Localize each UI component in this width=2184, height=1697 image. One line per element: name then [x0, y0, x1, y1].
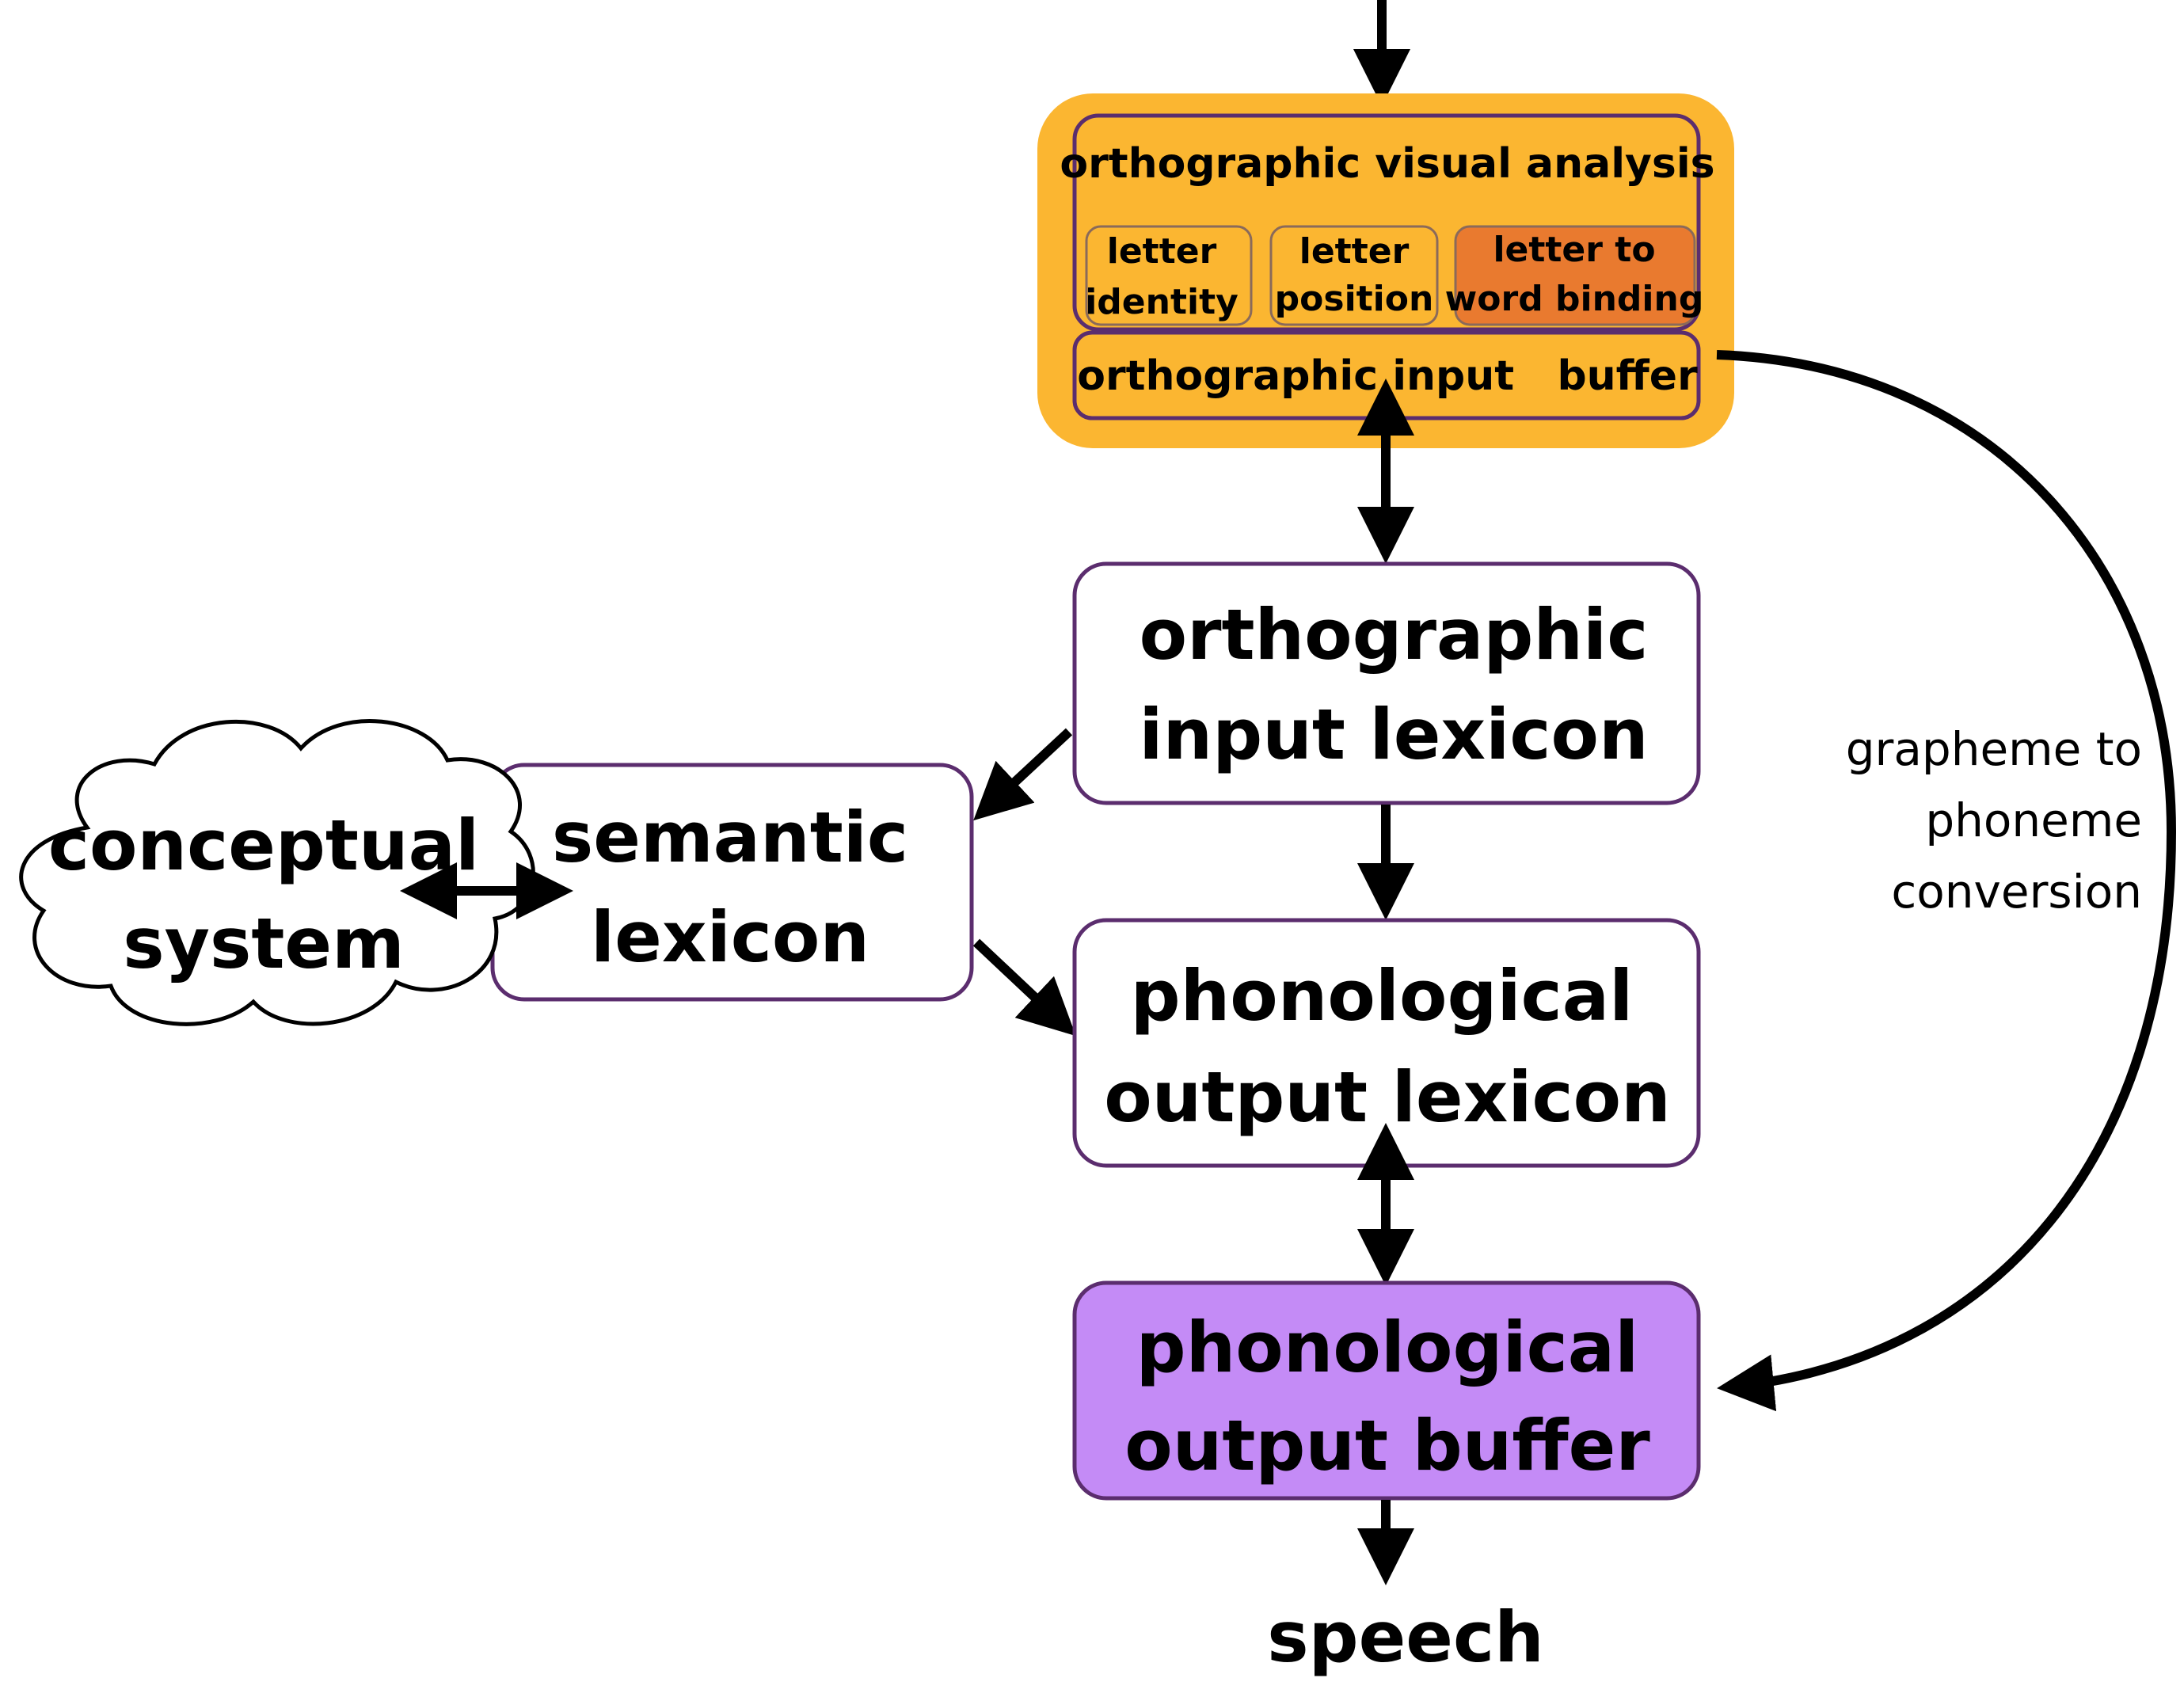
lexicon-semantic-arrow: [973, 728, 1073, 821]
letter-word-binding-label-1: letter to: [1493, 230, 1655, 270]
visual-analysis-block: [1037, 93, 1734, 448]
conceptual-system-label-2: system: [123, 903, 405, 984]
phonological-output-lexicon-label-1: phonological: [1131, 955, 1634, 1037]
route-label-2: phoneme: [1925, 793, 2142, 847]
orthographic-input-lexicon-label-1: orthographic: [1140, 594, 1649, 675]
visual-analysis-title: orthographic visual analysis: [1060, 140, 1714, 188]
letter-position-label-2: position: [1275, 279, 1434, 319]
phonological-output-lexicon-label-2: output lexicon: [1104, 1056, 1671, 1138]
visual-analysis-frame: [1072, 113, 1701, 332]
orthographic-input-lexicon-label-2: input lexicon: [1139, 694, 1648, 775]
route-label-1: grapheme to: [1846, 722, 2142, 776]
conceptual-system-label-1: conceptual: [48, 805, 479, 886]
semantic-phonological-arrow: [972, 938, 1076, 1037]
letter-position-label-1: letter: [1299, 231, 1410, 272]
semantic-lexicon-label-1: semantic: [552, 797, 908, 878]
letter-identity-label-2: identity: [1085, 282, 1238, 322]
letter-word-binding-box: [1454, 225, 1696, 326]
letter-word-binding-label-2: word binding: [1445, 279, 1704, 319]
speech-label: speech: [1267, 1596, 1544, 1678]
letter-identity-box: [1085, 225, 1253, 326]
phonological-output-buffer-label-1: phonological: [1136, 1307, 1639, 1388]
letter-identity-label-1: letter: [1107, 231, 1217, 272]
phonological-output-buffer-label-2: output buffer: [1124, 1405, 1650, 1486]
route-label-3: conversion: [1891, 865, 2142, 919]
semantic-lexicon-label-2: lexicon: [591, 896, 869, 978]
letter-position-box: [1269, 225, 1439, 326]
orthographic-input-buffer-label: orthographic input buffer: [1077, 352, 1698, 400]
phonological-output-buffer-box: [1072, 1280, 1701, 1501]
orthographic-input-lexicon-box: [1072, 561, 1701, 805]
grapheme-phoneme-route-arrow: [1716, 350, 2177, 1412]
